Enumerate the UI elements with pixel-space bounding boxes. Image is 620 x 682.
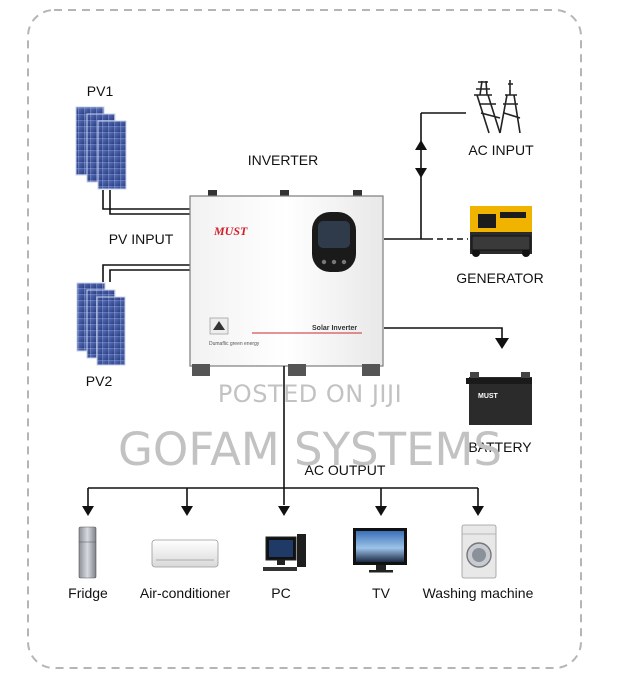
pc-icon	[263, 534, 306, 571]
inverter-brand-logo: MUST	[213, 224, 248, 238]
ac-input-wires	[384, 112, 468, 240]
watermark-posted-on: POSTED ON JIJI	[217, 380, 403, 408]
generator-label: GENERATOR	[456, 270, 543, 286]
dashed-frame	[27, 9, 582, 669]
load-label-pc: PC	[271, 585, 290, 601]
load-label-tv: TV	[372, 585, 391, 601]
battery-wire	[384, 327, 509, 349]
pv1-solar-panels-icon	[75, 106, 127, 190]
pv-input-label: PV INPUT	[109, 231, 174, 247]
fridge-icon	[78, 526, 97, 579]
ac-output-wires	[82, 366, 484, 516]
load-label-air-conditioner: Air-conditioner	[140, 585, 231, 601]
inverter-model-text: Solar Inverter	[312, 325, 357, 332]
battery-icon	[466, 372, 532, 425]
inverter-label: INVERTER	[248, 152, 319, 168]
washing-machine-icon	[461, 524, 497, 579]
generator-icon	[470, 206, 532, 257]
pv1-label: PV1	[87, 83, 114, 99]
transmission-tower-icon	[474, 80, 521, 134]
ac-output-label: AC OUTPUT	[305, 462, 386, 478]
battery-brand-logo: MUST	[478, 393, 499, 400]
air-conditioner-icon	[151, 539, 219, 568]
inverter-unit	[189, 190, 384, 376]
pv2-solar-panels-icon	[76, 282, 126, 366]
ac-input-label: AC INPUT	[468, 142, 534, 158]
load-label-washing-machine: Washing machine	[423, 585, 534, 601]
battery-label: BATTERY	[468, 439, 532, 455]
load-label-fridge: Fridge	[68, 585, 108, 601]
pv2-label: PV2	[86, 373, 113, 389]
inverter-tagline: Dumaflic green energy	[209, 341, 260, 347]
tv-icon	[353, 528, 407, 573]
watermark-company: GOFAM SYSTEMS	[118, 423, 502, 476]
pv-wires	[102, 190, 190, 282]
